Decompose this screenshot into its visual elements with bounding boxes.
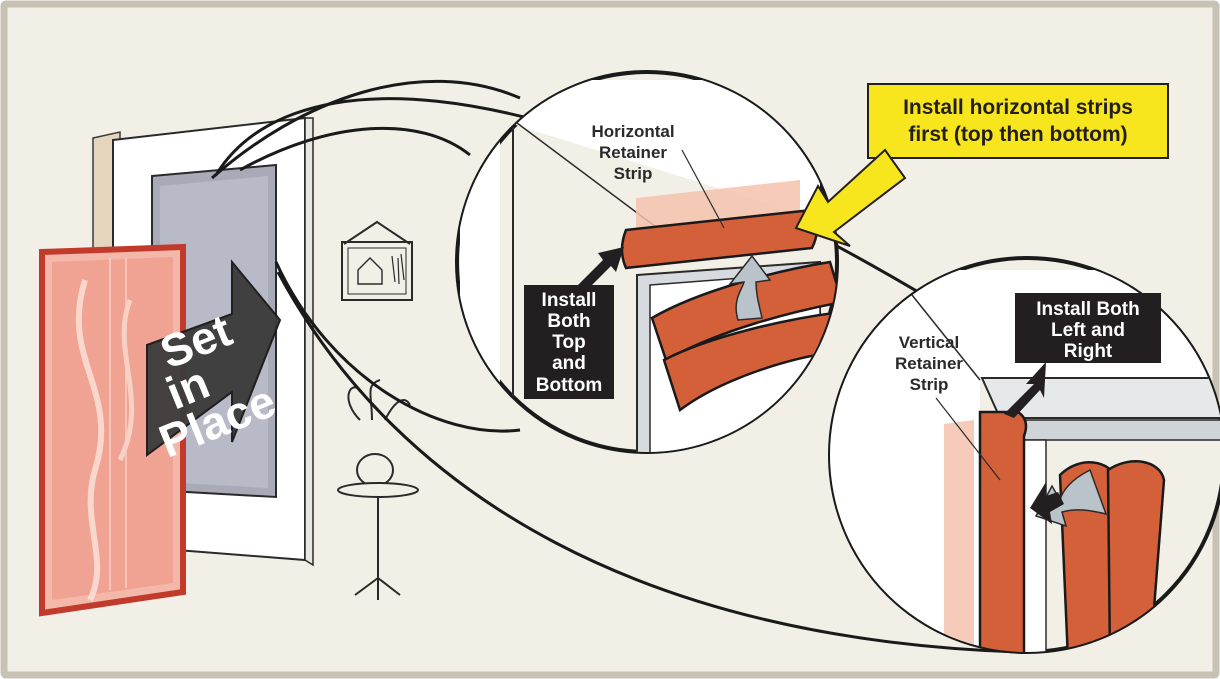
screen-panel — [39, 243, 186, 617]
vertical-label-2: Retainer — [895, 354, 963, 373]
horizontal-label-1: Horizontal — [591, 122, 674, 141]
callout-line-1: Install horizontal strips — [903, 96, 1133, 119]
install-lr-3: Right — [1064, 341, 1113, 362]
install-lr-2: Left and — [1051, 320, 1125, 341]
callout-horizontal-first: Install horizontal strips first (top the… — [794, 83, 1169, 247]
bottom-magnifier: Install Both Left and Right Vertical Ret… — [828, 256, 1220, 654]
install-tb-4: and — [552, 353, 586, 374]
callout-arrow — [794, 148, 907, 247]
horizontal-label-3: Strip — [614, 164, 653, 183]
install-top-bottom-box — [524, 285, 614, 399]
install-tb-3: Top — [552, 332, 585, 353]
install-tb-5: Bottom — [536, 375, 602, 396]
wall-picture — [341, 220, 413, 301]
install-tb-2: Both — [547, 311, 590, 332]
vertical-label-1: Vertical — [899, 333, 960, 352]
horizontal-label-2: Retainer — [599, 143, 667, 162]
install-left-right-box — [1015, 293, 1161, 363]
install-tb-1: Install — [542, 290, 597, 311]
callout-line-2: first (top then bottom) — [908, 123, 1127, 146]
vertical-strip — [978, 410, 1028, 652]
install-lr-1: Install Both — [1036, 299, 1139, 320]
vertical-label-3: Strip — [910, 375, 949, 394]
